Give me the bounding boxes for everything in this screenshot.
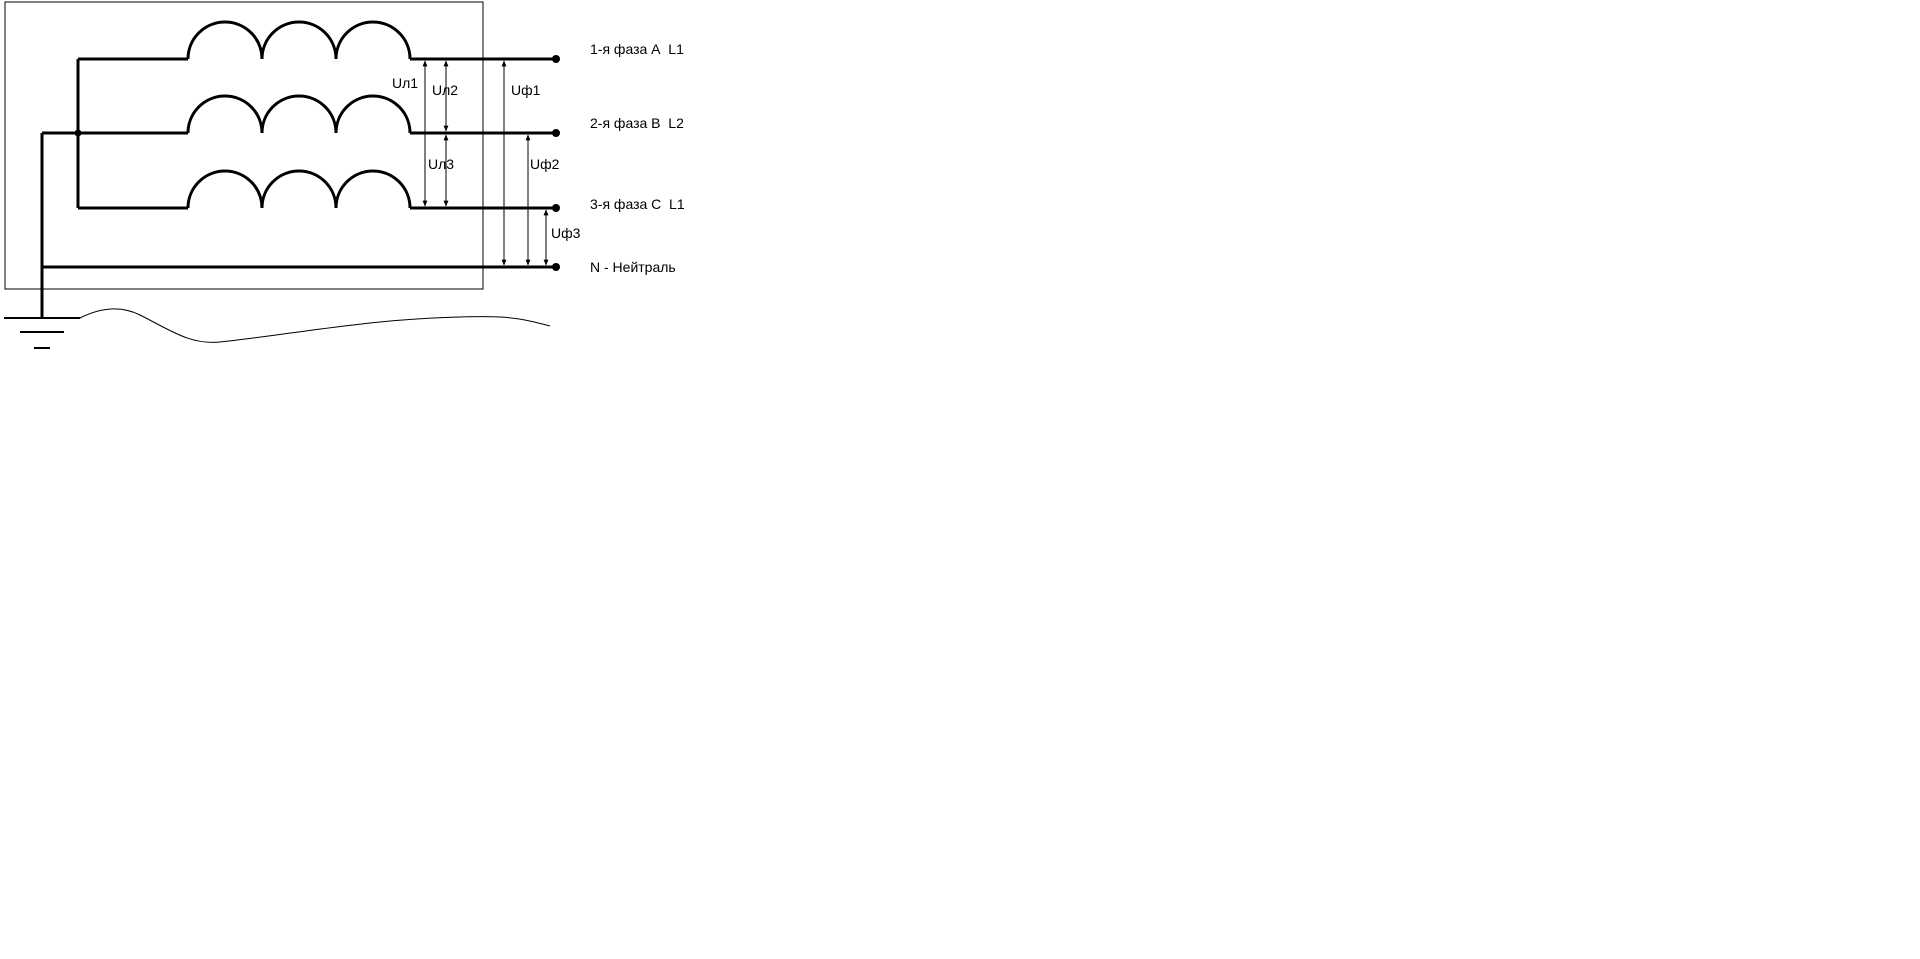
neutral-conductor <box>40 133 556 318</box>
label-phase-1: 1-я фаза А L1 <box>590 41 684 57</box>
terminal-phase-1 <box>552 55 560 63</box>
generator-enclosure <box>4 1 484 290</box>
winding-phase-1 <box>78 20 556 61</box>
winding-phase-3 <box>78 169 556 210</box>
terminal-phase-3 <box>552 204 560 212</box>
terminal-neutral <box>552 263 560 271</box>
label-line-voltage-3: Uл3 <box>428 156 454 172</box>
label-phase-voltage-2: Uф2 <box>530 156 560 172</box>
label-phase-voltage-1: Uф1 <box>511 82 541 98</box>
label-line-voltage-1: Uл1 <box>392 75 418 91</box>
earth-line <box>79 308 551 343</box>
winding-phase-2 <box>42 94 556 135</box>
label-phase-voltage-3: Uф3 <box>551 225 581 241</box>
terminal-phase-2 <box>552 129 560 137</box>
label-phase-2: 2-я фаза В L2 <box>590 115 684 131</box>
ground-icon <box>4 317 80 349</box>
label-neutral: N - Нейтраль <box>590 259 676 275</box>
label-phase-3: 3-я фаза С L1 <box>590 196 685 212</box>
label-line-voltage-2: Uл2 <box>432 82 458 98</box>
